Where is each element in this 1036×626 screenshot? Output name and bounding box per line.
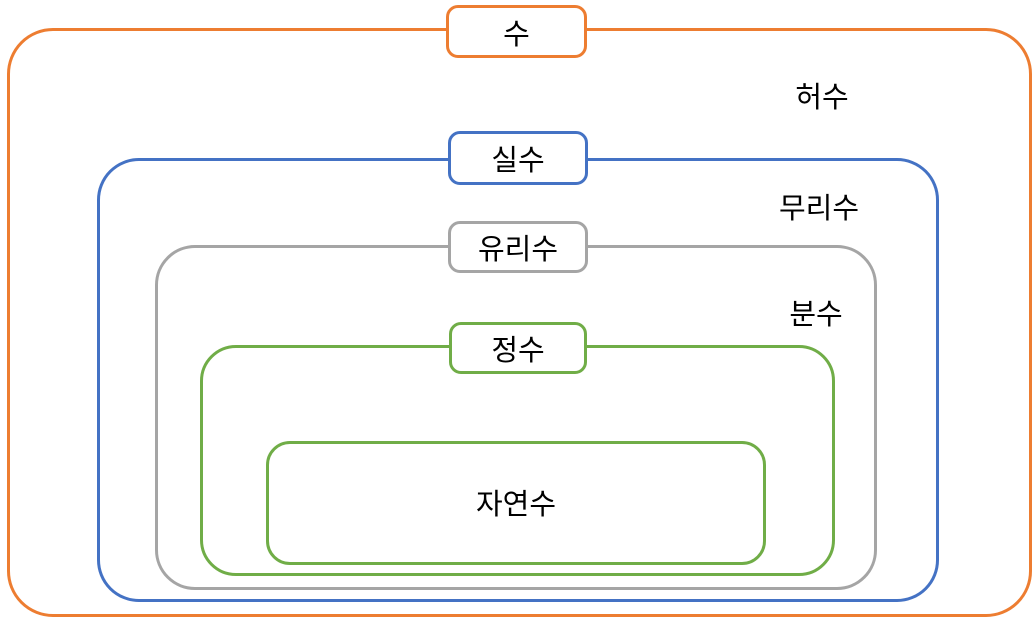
set-title-number: 수 — [446, 5, 587, 58]
region-label-fraction: 분수 — [789, 299, 843, 331]
set-title-integer-label: 정수 — [491, 335, 545, 367]
set-title-real-label: 실수 — [491, 145, 545, 177]
set-title-real: 실수 — [448, 131, 588, 185]
set-boundary-natural — [266, 441, 766, 565]
region-label-imaginary: 허수 — [795, 82, 849, 114]
region-label-natural: 자연수 — [475, 489, 557, 521]
region-label-irrational: 무리수 — [778, 193, 860, 225]
set-title-number-label: 수 — [503, 18, 530, 51]
set-title-rational: 유리수 — [448, 221, 588, 273]
set-title-integer: 정수 — [449, 322, 587, 374]
set-title-rational-label: 유리수 — [477, 234, 559, 266]
